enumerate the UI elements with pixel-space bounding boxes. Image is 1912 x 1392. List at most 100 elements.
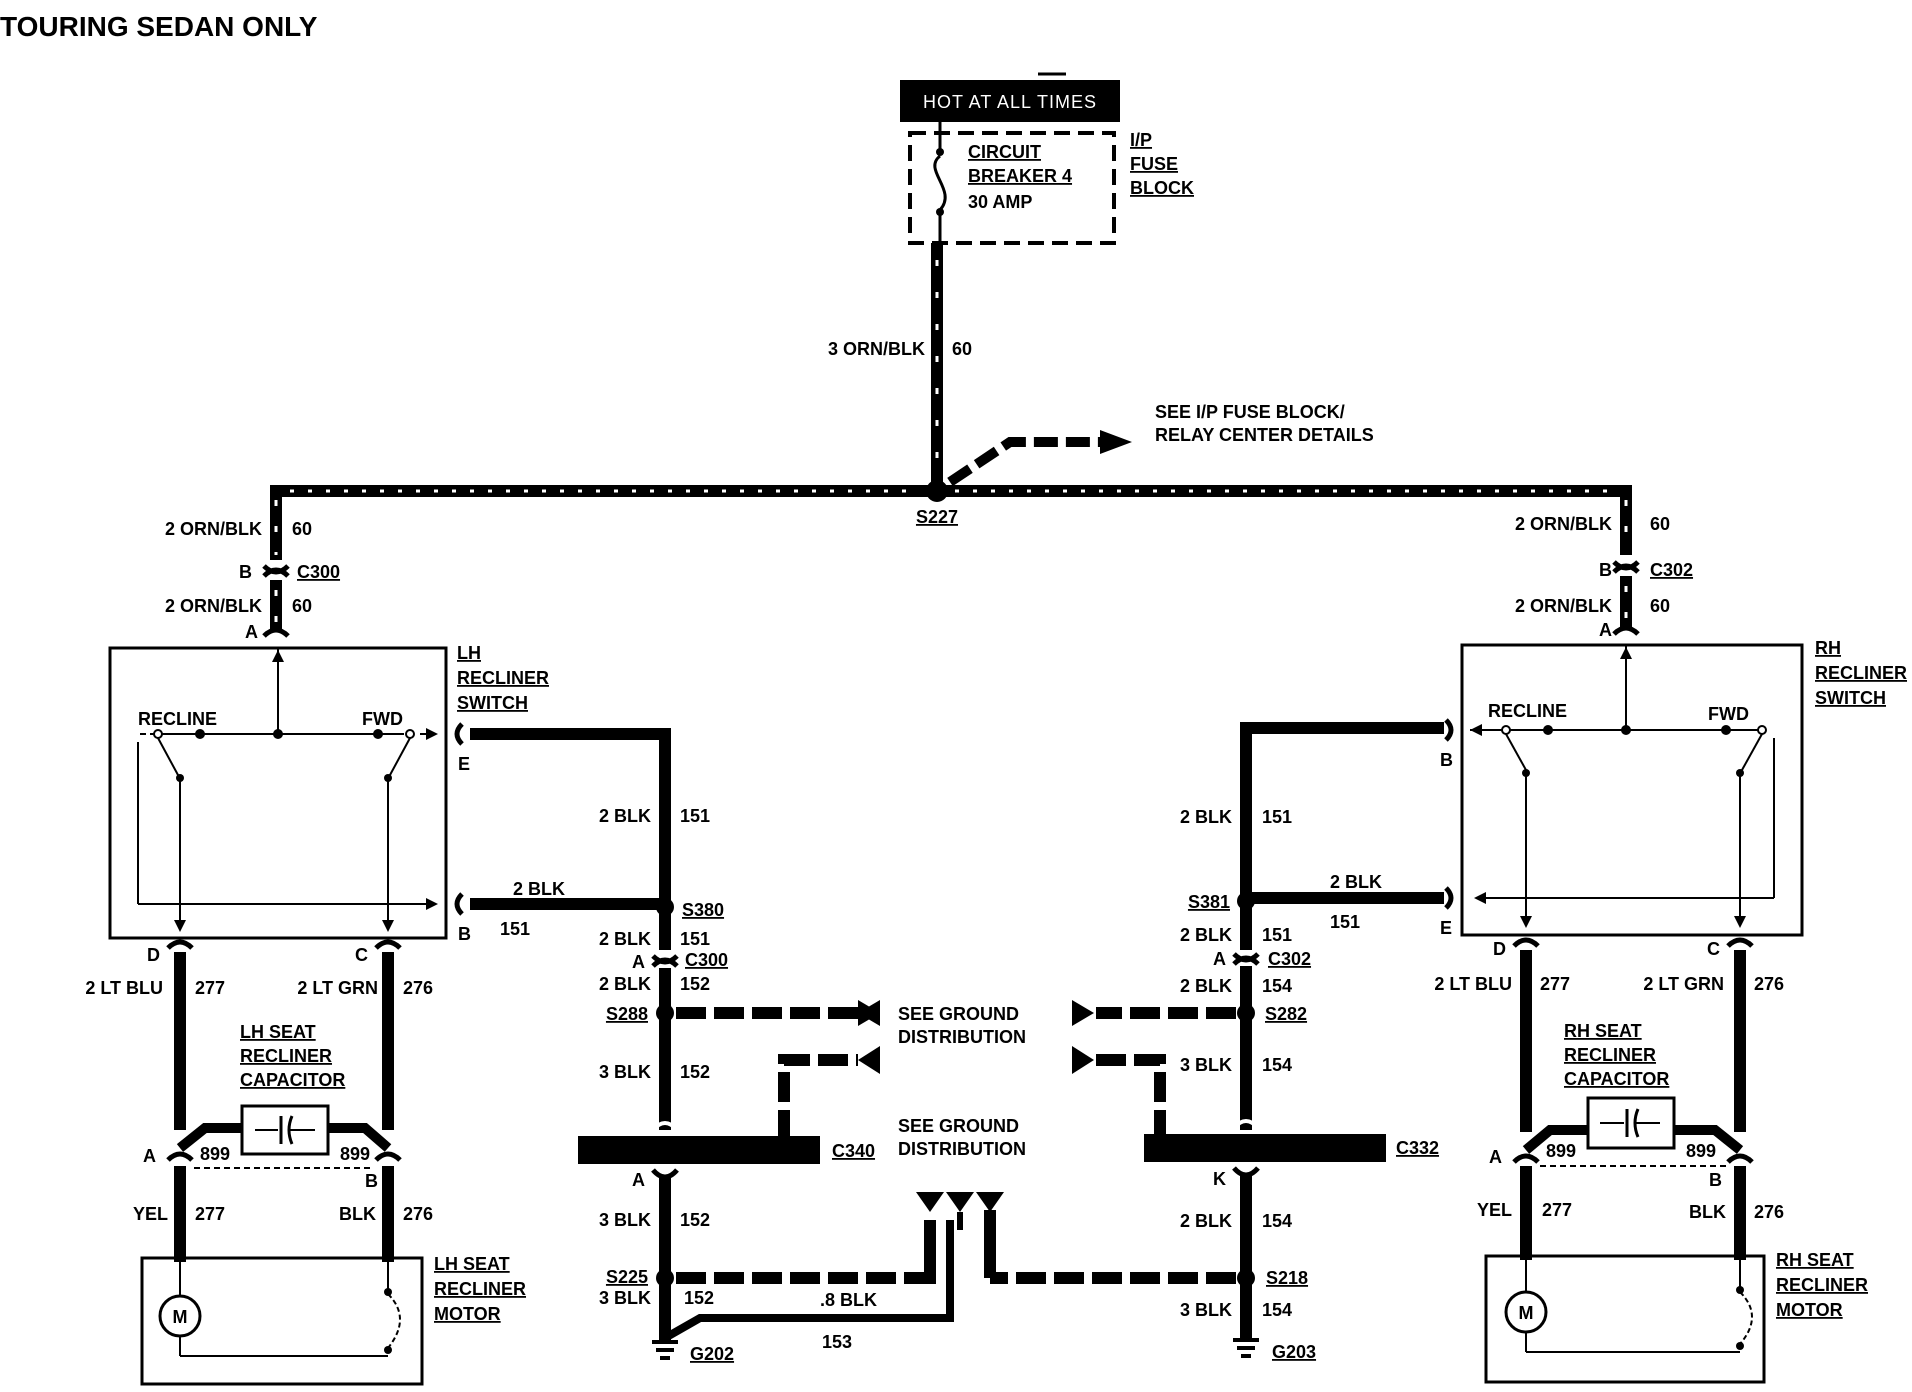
splice-s288 [656,1004,674,1022]
lh-circuit-top2: 60 [292,596,312,616]
rh-motor-pin-a: A [1489,1147,1502,1167]
lh-gnd-circuit1: 151 [680,806,710,826]
rh-circuit-top: 60 [1650,514,1670,534]
rh-pin-c: C [1707,939,1720,959]
rh-gnd-wire6: 2 BLK [1180,1211,1232,1231]
rh-motor-label-3: MOTOR [1776,1300,1843,1320]
ground-distribution: SEE GROUND DISTRIBUTION SEE GROUND DISTR… [898,1004,1026,1278]
lh-recline-label: RECLINE [138,709,217,729]
lh-motor-pin-a: A [143,1146,156,1166]
rh-connector-c332 [1144,1134,1386,1162]
breaker-label-3: 30 AMP [968,192,1032,212]
rh-gnd-wire7: 3 BLK [1180,1300,1232,1320]
see-details-label-2: RELAY CENTER DETAILS [1155,425,1374,445]
lh-motor-pin-b: B [365,1171,378,1191]
lh-wire-d: 2 LT BLU [85,978,163,998]
lh-switch-label-2: RECLINER [457,668,549,688]
lh-wire-top2: 2 ORN/BLK [165,596,262,616]
lh-gnd-wire2: 2 BLK [513,879,565,899]
lh-pin-e: E [458,754,470,774]
splice-s282-label: S282 [1265,1004,1307,1024]
lh-switch-label-3: SWITCH [457,693,528,713]
fuse-block-outline [908,131,1116,245]
lh-gnd-connector: C300 [685,950,728,970]
rh-circuit-blk: 276 [1754,1202,1784,1222]
lh-recline-switch-icon [157,737,179,776]
splice-s225 [656,1269,674,1287]
rh-gnd-circuit2: 151 [1330,912,1360,932]
rh-gnd-pin-a: A [1213,949,1226,969]
lh-gnd-circuit4: 152 [680,974,710,994]
splice-s227-label: S227 [916,507,958,527]
ground-arrow-3 [976,1192,1004,1212]
lh-circuit-d: 277 [195,978,225,998]
splice-s381 [1237,892,1255,910]
lh-circuit-899b: 899 [340,1144,370,1164]
lh-wire-blk: BLK [339,1204,376,1224]
lh-recliner-motor [140,1256,424,1386]
rh-wire-top: 2 ORN/BLK [1515,514,1612,534]
rh-switch-label-1: RH [1815,638,1841,658]
lh-gnd-circuit2: 151 [500,919,530,939]
rh-cap-label-2: RECLINER [1564,1045,1656,1065]
rh-cap-label-1: RH SEAT [1564,1021,1642,1041]
ground-dist-label-3: SEE GROUND [898,1116,1019,1136]
lh-pin-c: C [355,945,368,965]
rh-recline-switch-icon [1505,733,1527,771]
lh-connector-c340 [578,1136,820,1164]
lh-gnd-wire3: 2 BLK [599,929,651,949]
splice-s288-label: S288 [606,1004,648,1024]
lh-wire-c: 2 LT GRN [297,978,378,998]
lh-pin-b: B [239,562,252,582]
rh-pin-d: D [1493,939,1506,959]
rh-circuit-d: 277 [1540,974,1570,994]
lh-pin-b2: B [458,924,471,944]
lh-cap-label-2: RECLINER [240,1046,332,1066]
lh-gnd-wire7: 3 BLK [599,1288,651,1308]
rh-connector-c302-label: C302 [1650,560,1693,580]
rh-wire-c: 2 LT GRN [1643,974,1724,994]
lh-gnd-pin-a2: A [632,1170,645,1190]
ground-arrow-1 [916,1192,944,1212]
rh-gnd-circuit6: 154 [1262,1211,1292,1231]
hot-at-all-times-label: HOT AT ALL TIMES [923,92,1097,112]
feed-wire-circuit: 60 [952,339,972,359]
rh-recliner-motor [1484,1254,1766,1384]
rh-circuit-899a: 899 [1546,1141,1576,1161]
lh-ground-path: 2 BLK 151 2 BLK 151 S380 2 BLK 151 A C30… [470,728,954,1364]
lh-fwd-label: FWD [362,709,403,729]
splice-s218-label: S218 [1266,1268,1308,1288]
rh-circuit-899b: 899 [1686,1141,1716,1161]
lh-motor-label-2: RECLINER [434,1279,526,1299]
lh-motor-symbol: M [173,1307,188,1327]
lh-pin-a: A [245,622,258,642]
rh-circuit-yel: 277 [1542,1200,1572,1220]
rh-gnd-wire4: 2 BLK [1180,976,1232,996]
breaker-label-1: CIRCUIT [968,142,1041,162]
ground-dist-label-2: DISTRIBUTION [898,1027,1026,1047]
see-details-label-1: SEE I/P FUSE BLOCK/ [1155,402,1345,422]
rh-gnd-circuit7: 154 [1262,1300,1292,1320]
lh-circuit-899a: 899 [200,1144,230,1164]
rh-cap-label-3: CAPACITOR [1564,1069,1669,1089]
rh-recline-label: RECLINE [1488,701,1567,721]
lh-circuit: 2 ORN/BLK 60 B C300 2 ORN/BLK 60 A LH RE… [85,486,549,1386]
rh-motor-label-1: RH SEAT [1776,1250,1854,1270]
lh-gnd-wire5: 3 BLK [599,1062,651,1082]
lh-circuit-blk: 276 [403,1204,433,1224]
ground-dist-label-4: DISTRIBUTION [898,1139,1026,1159]
lh-gnd-circuit8: 153 [822,1332,852,1352]
lh-gnd-wire8: .8 BLK [820,1290,877,1310]
rh-gnd-wire2: 2 BLK [1330,872,1382,892]
lh-gnd-circuit5: 152 [680,1062,710,1082]
rh-circuit-c: 276 [1754,974,1784,994]
rh-motor-symbol: M [1519,1303,1534,1323]
lh-motor-label-1: LH SEAT [434,1254,510,1274]
lh-wire-yel: YEL [133,1204,168,1224]
rh-fwd-label: FWD [1708,704,1749,724]
lh-gnd-wire4: 2 BLK [599,974,651,994]
rh-wire-top2: 2 ORN/BLK [1515,596,1612,616]
splice-s218 [1237,1269,1255,1287]
lh-capacitor-icon [240,1104,330,1156]
